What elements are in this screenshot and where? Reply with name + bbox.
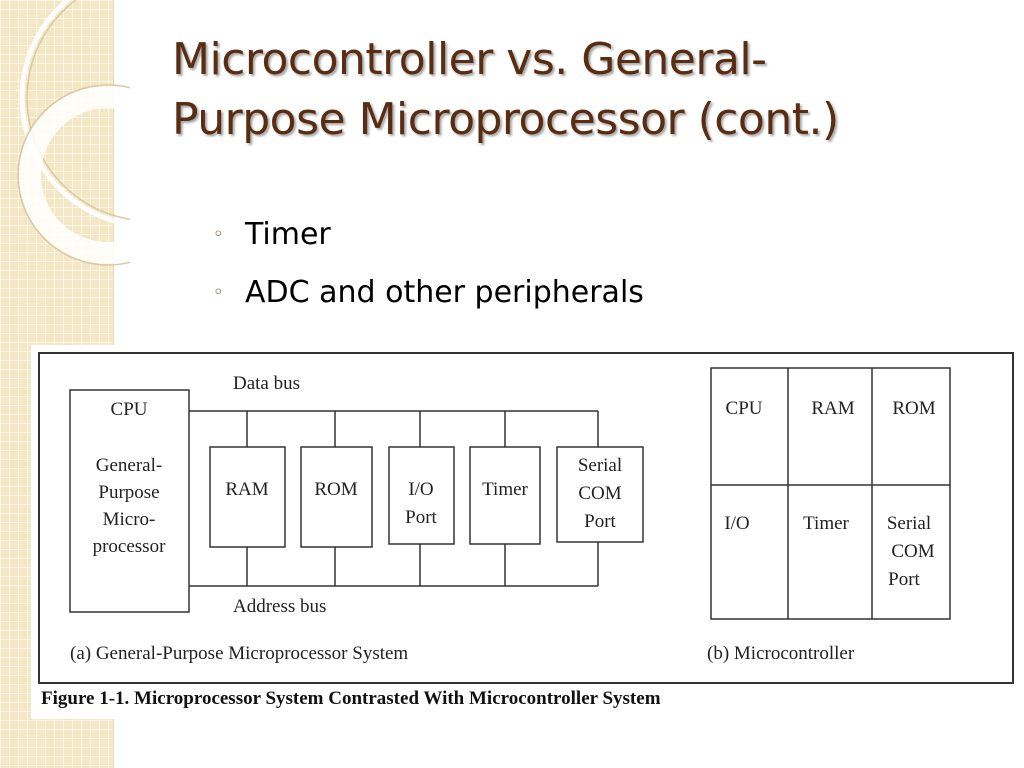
bullet-item: ◦ Timer	[213, 206, 644, 264]
address-bus-label: Address bus	[233, 596, 326, 617]
cpu-block	[69, 389, 190, 613]
mcu-serial-label: COM	[891, 541, 934, 562]
io-port-label: I/O	[408, 479, 433, 500]
mcu-rom-label: ROM	[892, 398, 935, 419]
bullet-text: Timer	[245, 217, 331, 252]
mcu-serial-label: Port	[888, 569, 920, 590]
mcu-serial-label: Serial	[887, 513, 931, 534]
timer-label: Timer	[482, 479, 528, 500]
cpu-block-title: CPU	[111, 399, 148, 420]
general-system-caption: (a) General-Purpose Microprocessor Syste…	[70, 643, 408, 664]
figure-diagram: Data bus Address bus CPU General- Purpos…	[38, 352, 1014, 709]
slide-title-line-1: Microcontroller vs. General-	[172, 34, 767, 85]
ram-block	[209, 446, 286, 548]
figure-border	[38, 352, 1014, 684]
slide-title-line-2: Purpose Microprocessor (cont.)	[172, 94, 839, 145]
io-port-block	[388, 446, 455, 545]
microcontroller-caption: (b) Microcontroller	[707, 643, 855, 664]
decorative-circles	[17, 0, 130, 266]
microcontroller-block	[710, 367, 951, 620]
cpu-block-line: General-	[96, 455, 162, 476]
ram-label: RAM	[225, 479, 268, 500]
rom-label: ROM	[314, 479, 357, 500]
bullet-list: ◦ Timer ◦ ADC and other peripherals	[213, 206, 644, 322]
mcu-ram-label: RAM	[811, 398, 854, 419]
serial-com-port-label: COM	[578, 483, 621, 504]
rom-block	[300, 446, 373, 548]
slide-title: Microcontroller vs. General- Purpose Mic…	[172, 30, 992, 150]
mcu-io-label: I/O	[724, 513, 749, 534]
cpu-block-line: processor	[93, 536, 166, 557]
serial-com-port-label: Port	[584, 511, 616, 532]
serial-com-port-label: Serial	[578, 455, 622, 476]
timer-block	[469, 446, 541, 545]
cpu-block-line: Micro-	[103, 509, 156, 530]
bullet-text: ADC and other peripherals	[245, 275, 644, 310]
figure-caption: Figure 1-1. Microprocessor System Contra…	[41, 688, 661, 709]
figure: Data bus Address bus CPU General- Purpos…	[31, 345, 1015, 719]
mcu-cpu-label: CPU	[726, 398, 763, 419]
bullet-circle-icon: ◦	[213, 224, 224, 245]
cpu-block-line: Purpose	[98, 482, 159, 503]
data-bus-label: Data bus	[233, 373, 300, 394]
bullet-item: ◦ ADC and other peripherals	[213, 264, 644, 322]
bullet-circle-icon: ◦	[213, 282, 224, 303]
io-port-label: Port	[405, 507, 437, 528]
mcu-timer-label: Timer	[803, 513, 849, 534]
serial-com-port-block	[556, 446, 644, 543]
